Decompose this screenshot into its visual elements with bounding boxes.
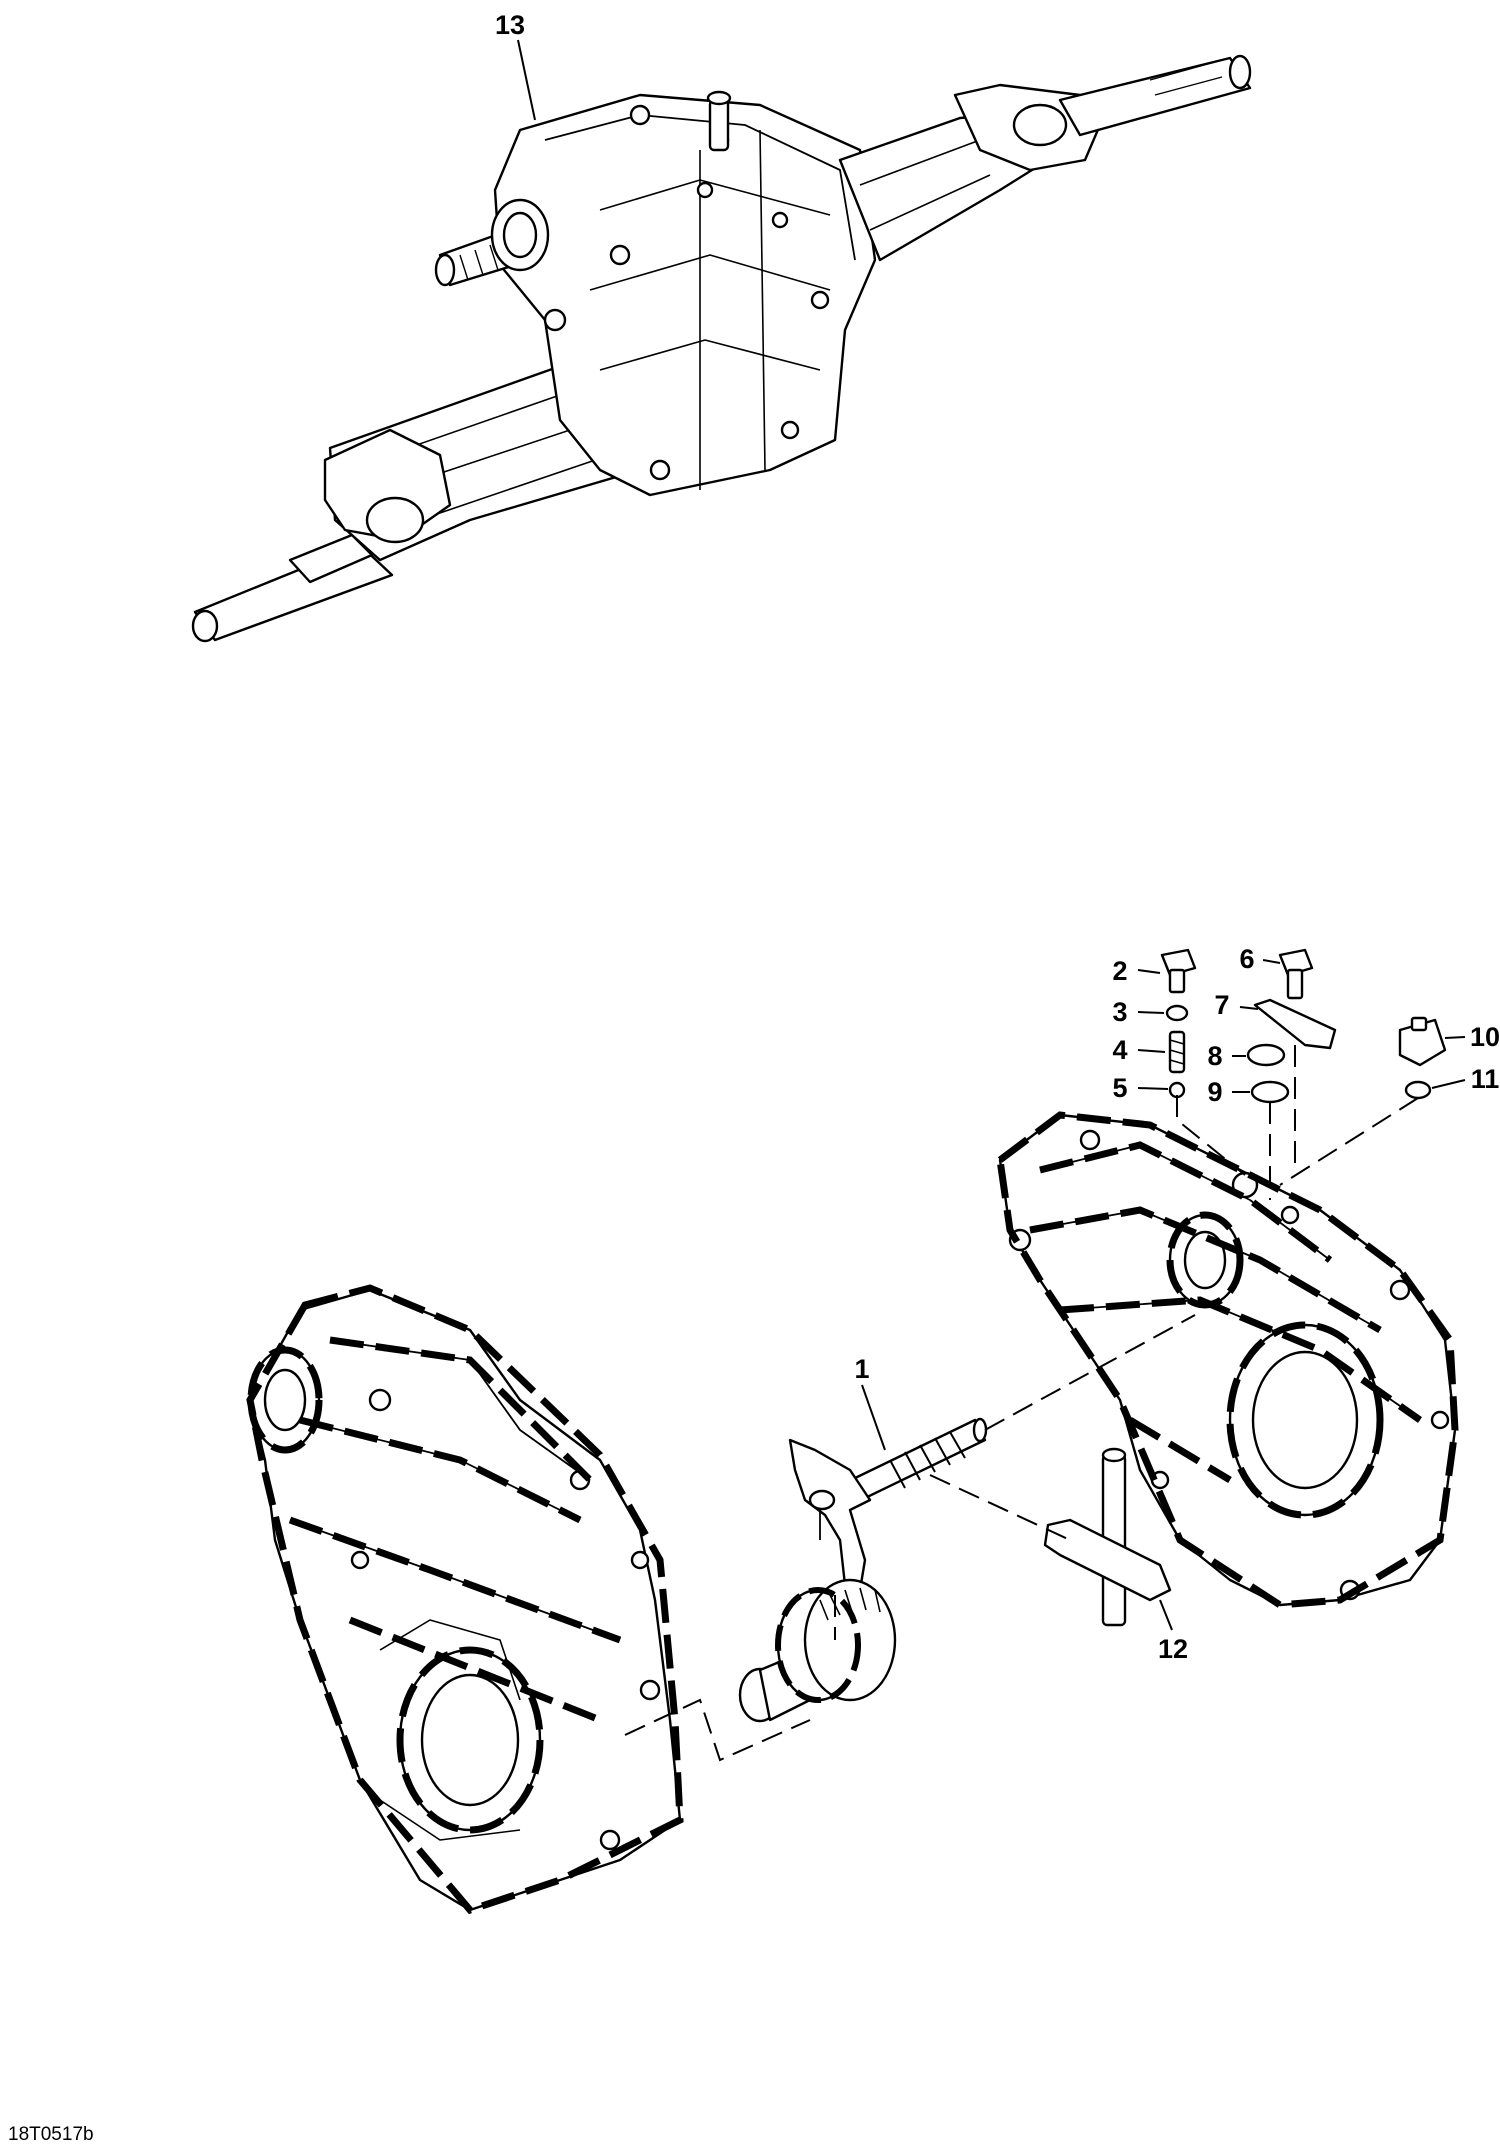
callout-10: 10 xyxy=(1470,1022,1500,1052)
callout-5: 5 xyxy=(1112,1073,1127,1103)
transaxle-assembly xyxy=(191,54,1252,643)
left-housing-dashes xyxy=(246,1284,684,1915)
callout-13: 13 xyxy=(495,10,525,40)
callout-11: 11 xyxy=(1471,1064,1500,1094)
gear xyxy=(738,1578,897,1723)
shift-lever xyxy=(1043,1447,1172,1627)
callout-2: 2 xyxy=(1112,956,1127,986)
leader-13 xyxy=(517,39,536,121)
left-housing-half xyxy=(248,1288,682,1912)
callout-8: 8 xyxy=(1207,1041,1222,1071)
small-parts xyxy=(1160,948,1447,1104)
callout-6: 6 xyxy=(1239,944,1254,974)
right-housing-dashes xyxy=(996,1111,1459,1609)
callout-1: 1 xyxy=(854,1354,869,1384)
assembly-dash-lines xyxy=(624,1045,1419,1762)
callout-7: 7 xyxy=(1214,990,1229,1020)
callout-12: 12 xyxy=(1158,1634,1188,1664)
figure-code: 18T0517b xyxy=(8,2124,94,2145)
callout-3: 3 xyxy=(1112,997,1127,1027)
leader-lines xyxy=(861,959,1466,1631)
callout-4: 4 xyxy=(1112,1035,1127,1065)
shift-fork-shaft xyxy=(788,1417,988,1592)
gear-dashes xyxy=(775,1587,861,1703)
callout-9: 9 xyxy=(1207,1077,1222,1107)
